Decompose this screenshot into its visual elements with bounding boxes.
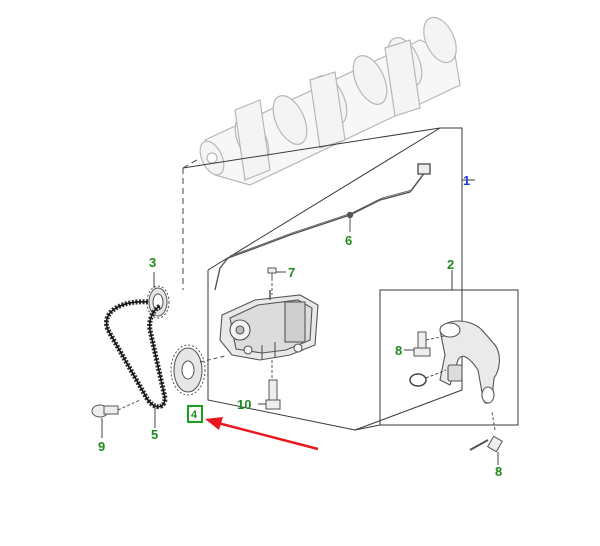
callout-3[interactable]: 3 (149, 255, 157, 270)
callout-1[interactable]: 1 (463, 173, 471, 188)
bolt-8-lower-illustration (469, 411, 504, 453)
callout-7[interactable]: 7 (288, 265, 296, 280)
o-ring-leader (425, 369, 447, 379)
callout-8-lower[interactable]: 8 (495, 464, 503, 479)
crankshaft-illustration (199, 16, 461, 186)
callout-10[interactable]: 10 (237, 397, 252, 412)
oil-pickup-tube-illustration (439, 320, 500, 404)
o-ring-illustration (409, 373, 427, 387)
assembly-box-1 (182, 127, 463, 431)
oil-sensor-wire (214, 163, 431, 291)
red-pointer-arrow (205, 417, 319, 451)
callout-5[interactable]: 5 (151, 427, 159, 442)
sprocket-4-leader (199, 355, 226, 363)
crank-leader-line-top (182, 157, 201, 169)
callout-6[interactable]: 6 (345, 233, 353, 248)
bolt-7-illustration (267, 267, 277, 280)
callout-4[interactable]: 4 (191, 409, 198, 421)
part-4-highlight-box[interactable] (187, 405, 203, 423)
sprocket-4-illustration (170, 344, 206, 396)
bolt-9-illustration (91, 399, 141, 418)
callout-9[interactable]: 9 (98, 439, 106, 454)
assembly-box-2 (379, 270, 519, 426)
assembly-box-2-connector (354, 424, 381, 431)
assembly-box-1-top (207, 127, 441, 271)
bolt-10-illustration (265, 360, 281, 410)
oil-pump-illustration (219, 278, 319, 361)
timing-chain-illustration (104, 299, 168, 410)
bolt-8-upper-illustration (413, 331, 446, 357)
callout-8-upper[interactable]: 8 (395, 343, 403, 358)
callout-2[interactable]: 2 (447, 257, 455, 272)
